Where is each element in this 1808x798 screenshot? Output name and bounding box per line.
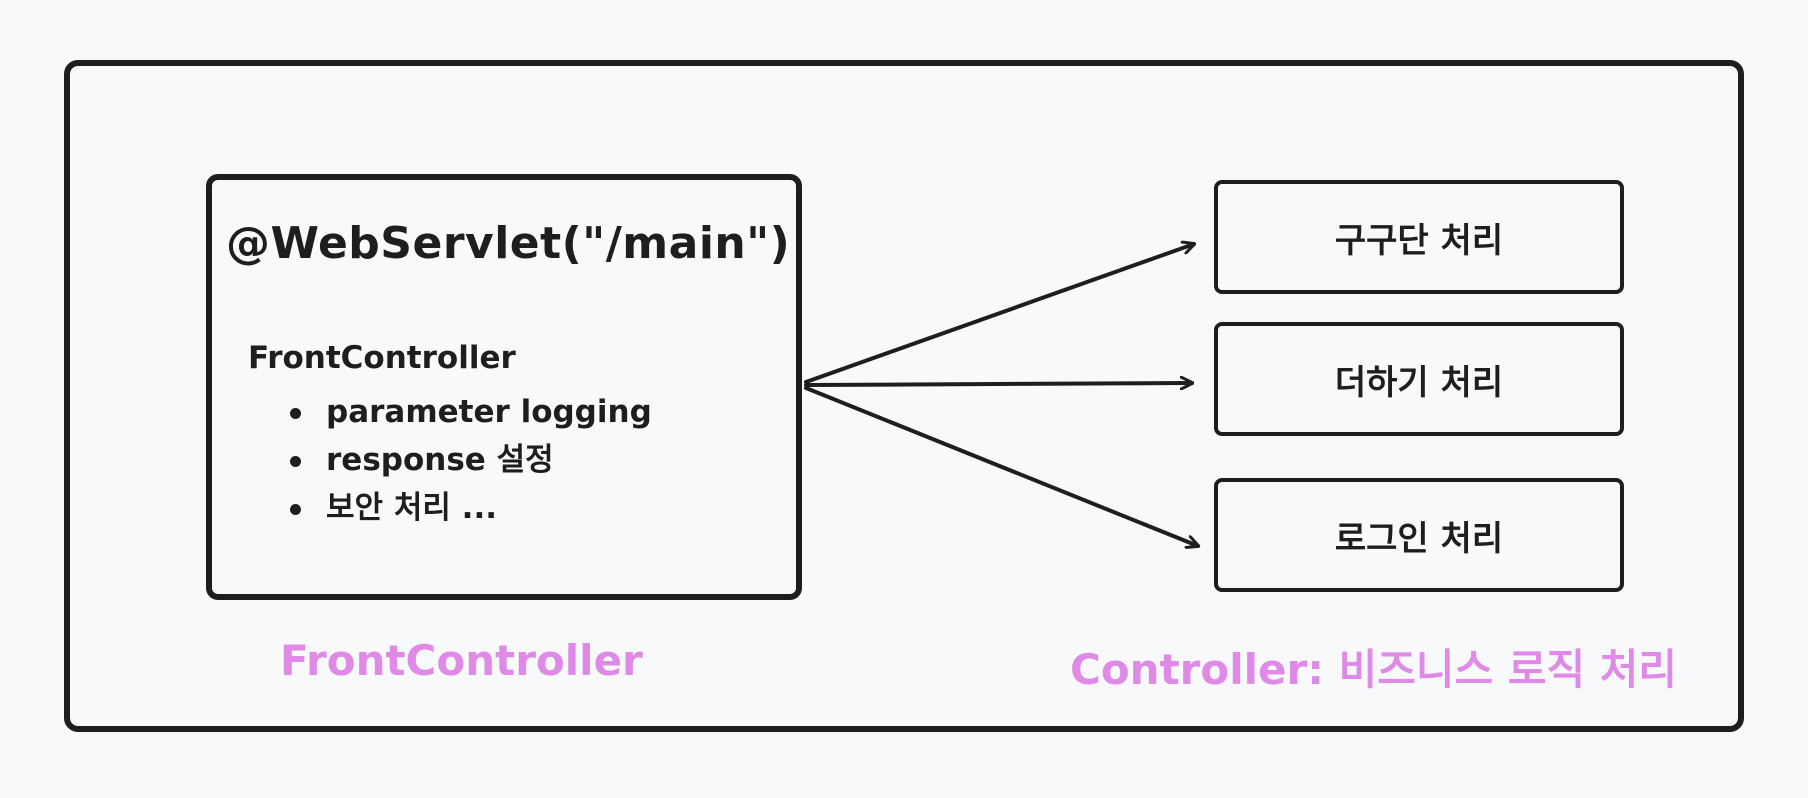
list-item: response 설정	[286, 436, 652, 484]
front-controller-responsibilities: parameter logging response 설정 보안 처리 ...	[286, 388, 652, 532]
controller-box-login: 로그인 처리	[1214, 478, 1624, 592]
controller-label: 더하기 처리	[1334, 362, 1504, 403]
list-item-label: 보안 처리 ...	[326, 490, 497, 526]
controller-box-gugudan: 구구단 처리	[1214, 180, 1624, 294]
controller-label: 구구단 처리	[1334, 220, 1504, 261]
list-item: 보안 처리 ...	[286, 484, 652, 532]
caption-front-controller: FrontController	[280, 636, 643, 685]
bullet-icon	[290, 408, 301, 419]
list-item-label: response 설정	[326, 442, 554, 478]
front-controller-box	[206, 174, 802, 600]
front-controller-heading: FrontController	[248, 340, 516, 376]
list-item: parameter logging	[286, 388, 652, 436]
controller-label: 로그인 처리	[1334, 518, 1504, 559]
bullet-icon	[290, 504, 301, 515]
list-item-label: parameter logging	[326, 394, 652, 430]
controller-box-addition: 더하기 처리	[1214, 322, 1624, 436]
servlet-annotation: @WebServlet("/main")	[226, 218, 791, 269]
caption-controller: Controller: 비즈니스 로직 처리	[1070, 645, 1677, 694]
bullet-icon	[290, 456, 301, 467]
